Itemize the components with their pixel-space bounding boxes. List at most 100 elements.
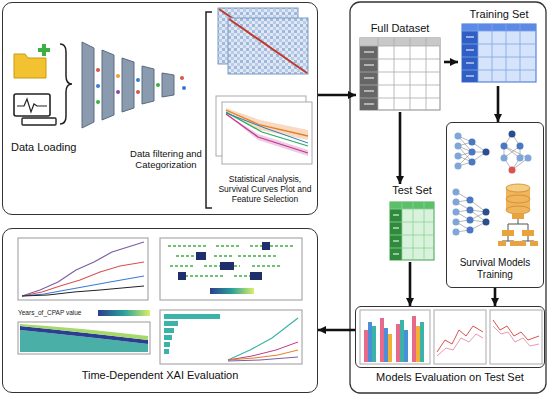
neural-network-icon-part [517,155,524,162]
table-test-set-part [390,202,434,209]
ensemble-icon-part [502,230,514,236]
node-caption: Models Evaluation on Test Set [355,371,545,384]
table-test-set-part [390,209,402,260]
evaluation-bar-chart-part [400,320,404,362]
funnel-layers-part [136,90,140,94]
flow-arrow [399,112,402,184]
correlation-heatmap [218,8,308,74]
xai-importance-chart-part [164,328,174,333]
ensemble-icon-part [506,195,530,203]
funnel-layers-part [96,68,100,72]
neural-network-icon-part [483,149,490,156]
evaluation-line-plot-part [490,310,542,364]
flow-arrow [318,329,355,332]
xai-timeline-plot-part [168,246,294,276]
xai-importance-chart-part [160,310,302,364]
table-training-set-part [462,24,536,82]
neural-network-icon-part [453,209,460,216]
survival-curves-part [222,102,312,164]
node-caption: Survival Models Training [450,257,540,280]
node-caption: Time-Dependent XAI Evaluation [11,369,309,382]
ensemble-icon-part [498,241,506,246]
xai-importance-chart [160,310,302,364]
ensemble-icon-part [510,241,518,246]
panel-outline-part [350,2,546,393]
neural-network-icon-part [469,149,476,156]
ensemble-icon-part [522,230,534,236]
neural-network-icon-part [501,155,508,162]
monitor-icon-part [22,118,56,125]
neural-network-icon-part [469,139,476,146]
xai-importance-chart-part [228,342,298,360]
bracket-part [60,44,72,124]
funnel-layers-part [102,50,114,120]
neural-network-icon-part [458,136,486,166]
evaluation-bar-chart-part [372,326,376,362]
table-training-set [462,24,536,82]
stage-panel: Data LoadingData filtering and Categoriz… [2,2,318,215]
folder-icon-part [42,44,46,56]
funnel-layers-part [116,90,120,94]
survival-curves [216,96,312,164]
node-caption: Test Set [384,184,440,197]
monitor-icon-part [14,94,50,116]
monitor-icon [14,94,56,125]
xai-heatmap-band-part [98,310,150,316]
funnel-layers-part [96,100,100,104]
evaluation-bar-chart-part [416,326,420,362]
evaluation-line-plot-part [493,326,539,346]
correlation-heatmap-part [229,19,307,73]
neural-network-icon-part [483,219,490,226]
table-training-set-part [462,24,536,31]
panel-outline [350,2,546,393]
xai-importance-chart-part [164,335,172,340]
xai-line-plot-part [22,242,144,296]
xai-line-plot-part [18,238,148,300]
flow-arrow [409,262,412,306]
xai-line-plot [18,238,148,300]
table-full-dataset [360,38,440,110]
neural-network-icon-part [509,131,516,138]
neural-network-icon-part [453,189,460,196]
table-full-dataset-part [360,38,440,110]
ensemble-icon-part [518,241,526,246]
survival-curves-part [226,113,308,143]
neural-network-icon-part [453,219,460,226]
bracket [60,44,72,124]
table-full-dataset-part [360,38,440,46]
xai-timeline-plot [160,238,302,300]
ensemble-icon-part [506,206,530,214]
bracket [206,12,212,208]
funnel-layers [82,42,186,128]
neural-network-icon-part [467,227,474,234]
xai-heatmap-band [18,310,150,354]
neural-network-icon-part [455,143,462,150]
neural-network-icon-part [469,159,476,166]
ensemble-icon-part [512,214,524,219]
xai-line-plot-part [22,286,144,296]
evaluation-bar-chart-part [396,324,400,362]
dataset-table: Full Dataset [356,22,444,112]
process-box: Models Evaluation on Test Set [355,306,545,390]
evaluation-bar-chart-part [368,322,372,362]
folder-icon [14,44,50,78]
survival-curves-part [226,108,308,140]
xai-line-plot-part [22,276,144,296]
table-training-set-part [462,31,478,82]
folder-icon-part [14,54,46,78]
neural-network-icon-part [501,143,508,150]
funnel-layers-part [182,86,186,90]
neural-network-icon-part [483,209,490,216]
dataset-table: Test Set [384,184,440,262]
evaluation-bar-chart-part [364,330,368,362]
neural-network-icon-part [455,133,462,140]
xai-importance-chart-part [228,357,298,361]
evaluation-line-plot-part [437,334,483,356]
process-box: Survival Models Training [446,122,544,288]
evaluation-line-plot-part [434,310,486,364]
funnel-layers-part [136,78,140,82]
monitor-icon-part [17,99,47,112]
xai-timeline-plot-part [210,288,254,294]
xai-heatmap-band-part [20,324,148,340]
